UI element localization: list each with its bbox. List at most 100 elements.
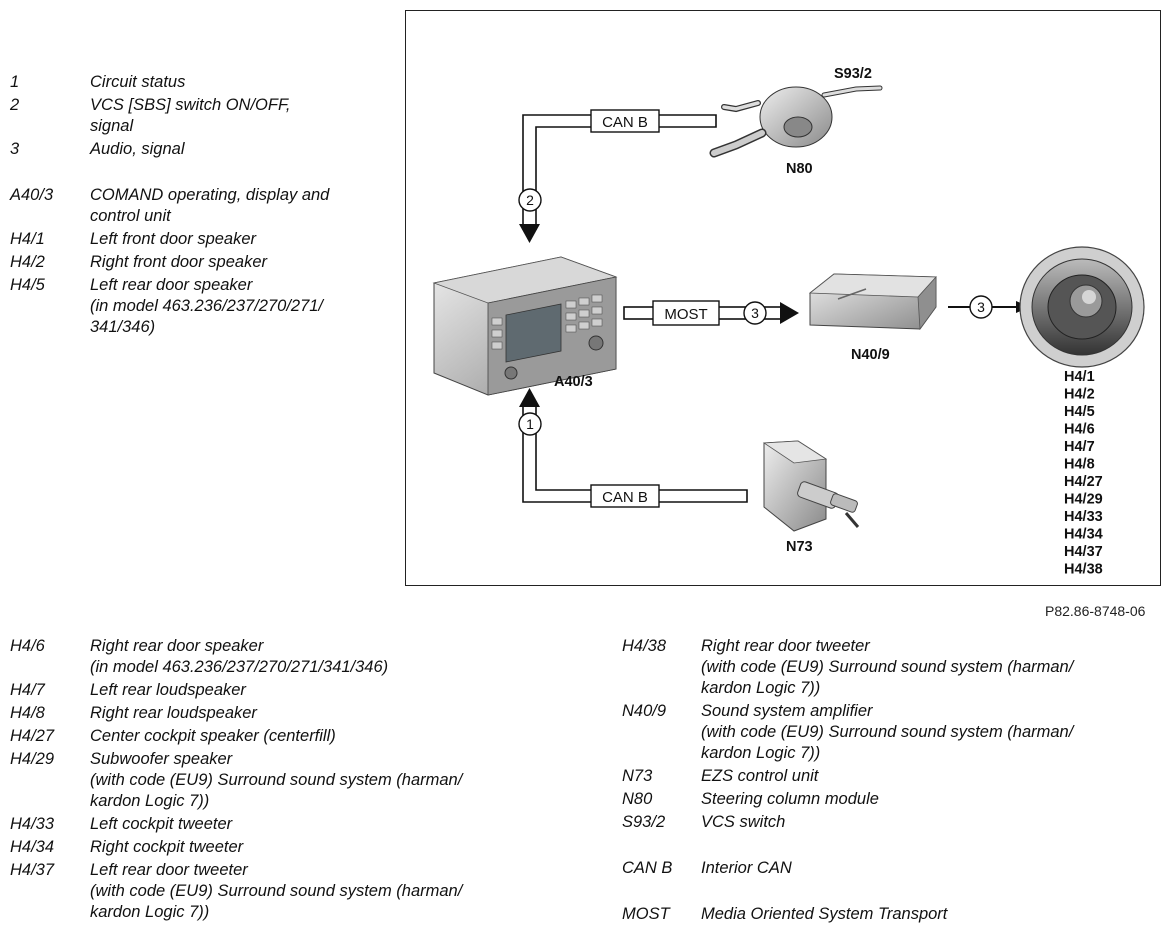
legend-description: Right rear loudspeaker <box>90 704 257 722</box>
legend-description: (in model 463.236/237/270/271/341/346) <box>90 658 389 676</box>
legend-description: Subwoofer speaker <box>90 750 233 768</box>
legend-description: Left rear door tweeter <box>90 861 248 879</box>
legend-description: kardon Logic 7)) <box>90 903 210 921</box>
legend-description: Media Oriented System Transport <box>701 905 948 923</box>
speaker-code: H4/29 <box>1064 492 1103 508</box>
legend-description: Left cockpit tweeter <box>90 815 233 833</box>
steering-module-icon <box>709 85 883 158</box>
legend-code: 2 <box>10 96 20 114</box>
signal-2-label: 2 <box>526 192 534 208</box>
signal-2-marker: 2 <box>518 188 542 212</box>
ezs-unit-icon <box>762 440 860 532</box>
arrow-right-icon <box>780 302 799 324</box>
legend-description: kardon Logic 7)) <box>90 792 210 810</box>
can-b-bottom-label: CAN B <box>602 489 648 506</box>
legend-description: kardon Logic 7)) <box>701 744 821 762</box>
speaker-code: H4/27 <box>1064 474 1103 490</box>
legend-code: H4/8 <box>10 704 45 722</box>
legend-code: N40/9 <box>622 702 667 720</box>
can-b-bottom-line <box>519 388 748 503</box>
legend-code: H4/27 <box>10 727 55 745</box>
wiring-diagram: CAN B 2 CAN B 1 MOST 3 <box>405 10 1161 586</box>
signal-1-label: 1 <box>526 416 534 432</box>
legend-description: VCS [SBS] switch ON/OFF, <box>90 96 291 114</box>
legend-description: (with code (EU9) Surround sound system (… <box>90 882 463 900</box>
most-label: MOST <box>664 306 707 323</box>
legend-description: Sound system amplifier <box>701 702 873 720</box>
legend-description: (with code (EU9) Surround sound system (… <box>701 658 1074 676</box>
comand-label: A40/3 <box>554 374 593 390</box>
amplifier-icon <box>808 273 937 331</box>
legend-code: H4/37 <box>10 861 55 879</box>
signal-3-audio-label: 3 <box>977 299 985 315</box>
legend-description: Right rear door speaker <box>90 637 264 655</box>
legend-description: Right front door speaker <box>90 253 268 271</box>
legend-description: control unit <box>90 207 171 225</box>
legend-code: S93/2 <box>622 813 666 831</box>
speaker-code: H4/7 <box>1064 439 1095 455</box>
legend-description: kardon Logic 7)) <box>701 679 821 697</box>
switch-label: S93/2 <box>834 66 872 82</box>
can-b-top-line <box>519 114 717 243</box>
speaker-list: H4/1H4/2H4/5H4/6H4/7H4/8H4/27H4/29H4/33H… <box>1064 369 1103 578</box>
legend-code: MOST <box>622 905 670 923</box>
legend-description: Circuit status <box>90 73 186 91</box>
comand-unit-icon <box>432 256 618 396</box>
legend-description: (with code (EU9) Surround sound system (… <box>90 771 463 789</box>
most-box: MOST <box>652 300 720 326</box>
legend-description: Left front door speaker <box>90 230 257 248</box>
figure-reference: P82.86-8748-06 <box>1045 603 1146 619</box>
signal-1-marker: 1 <box>518 412 542 436</box>
legend-code: H4/29 <box>10 750 55 768</box>
steering-label: N80 <box>786 161 813 177</box>
legend-description: Right rear door tweeter <box>701 637 870 655</box>
legend-description: (in model 463.236/237/270/271/ <box>90 297 324 315</box>
legend-top: 1 Circuit status 2 VCS [SBS] switch ON/OFF,… <box>10 72 390 352</box>
legend-description: Steering column module <box>701 790 879 808</box>
legend-description: (with code (EU9) Surround sound system (… <box>701 723 1074 741</box>
legend-description: 341/346) <box>90 318 156 336</box>
legend-code: H4/6 <box>10 637 45 655</box>
speaker-code: H4/5 <box>1064 404 1095 420</box>
speaker-code: H4/2 <box>1064 387 1095 403</box>
legend-code: H4/38 <box>622 637 667 655</box>
legend-description: COMAND operating, display and <box>90 186 330 204</box>
ezs-label: N73 <box>786 539 813 555</box>
signal-3-most-marker: 3 <box>743 301 767 325</box>
legend-description: Right cockpit tweeter <box>90 838 244 856</box>
legend-description: Audio, signal <box>90 140 185 158</box>
speaker-icon <box>1019 246 1145 368</box>
legend-code: H4/5 <box>10 276 45 294</box>
speaker-code: H4/33 <box>1064 509 1103 525</box>
legend-description: EZS control unit <box>701 767 819 785</box>
speaker-code: H4/34 <box>1064 527 1103 543</box>
legend-code: N80 <box>622 790 653 808</box>
legend-description: Left rear loudspeaker <box>90 681 246 699</box>
amplifier-label: N40/9 <box>851 347 890 363</box>
legend-code: H4/34 <box>10 838 55 856</box>
can-b-bottom-box: CAN B <box>590 484 660 508</box>
legend-description: Center cockpit speaker (centerfill) <box>90 727 336 745</box>
legend-code: H4/1 <box>10 230 45 248</box>
legend-bottom-right: H4/38 Right rear door tweeter (with code (… <box>622 636 1162 926</box>
legend-bottom-left: H4/6 Right rear door speaker (in model 463… <box>10 636 610 926</box>
can-b-top-box: CAN B <box>590 109 660 133</box>
speaker-code: H4/37 <box>1064 544 1103 560</box>
legend-code: 3 <box>10 140 20 158</box>
legend-code: H4/7 <box>10 681 45 699</box>
legend-description: Interior CAN <box>701 859 792 877</box>
speaker-code: H4/1 <box>1064 369 1095 385</box>
diagram-canvas: CAN B 2 CAN B 1 MOST 3 <box>432 66 1145 578</box>
legend-code: H4/33 <box>10 815 55 833</box>
legend-description: Left rear door speaker <box>90 276 253 294</box>
legend-code: A40/3 <box>10 186 54 204</box>
legend-code: CAN B <box>622 859 673 877</box>
speaker-code: H4/38 <box>1064 562 1103 578</box>
speaker-code: H4/8 <box>1064 457 1095 473</box>
legend-code: 1 <box>10 73 20 91</box>
legend-code: H4/2 <box>10 253 45 271</box>
can-b-top-label: CAN B <box>602 114 648 131</box>
signal-3-most-label: 3 <box>751 305 759 321</box>
legend-code: N73 <box>622 767 653 785</box>
arrow-up-icon <box>519 388 540 407</box>
